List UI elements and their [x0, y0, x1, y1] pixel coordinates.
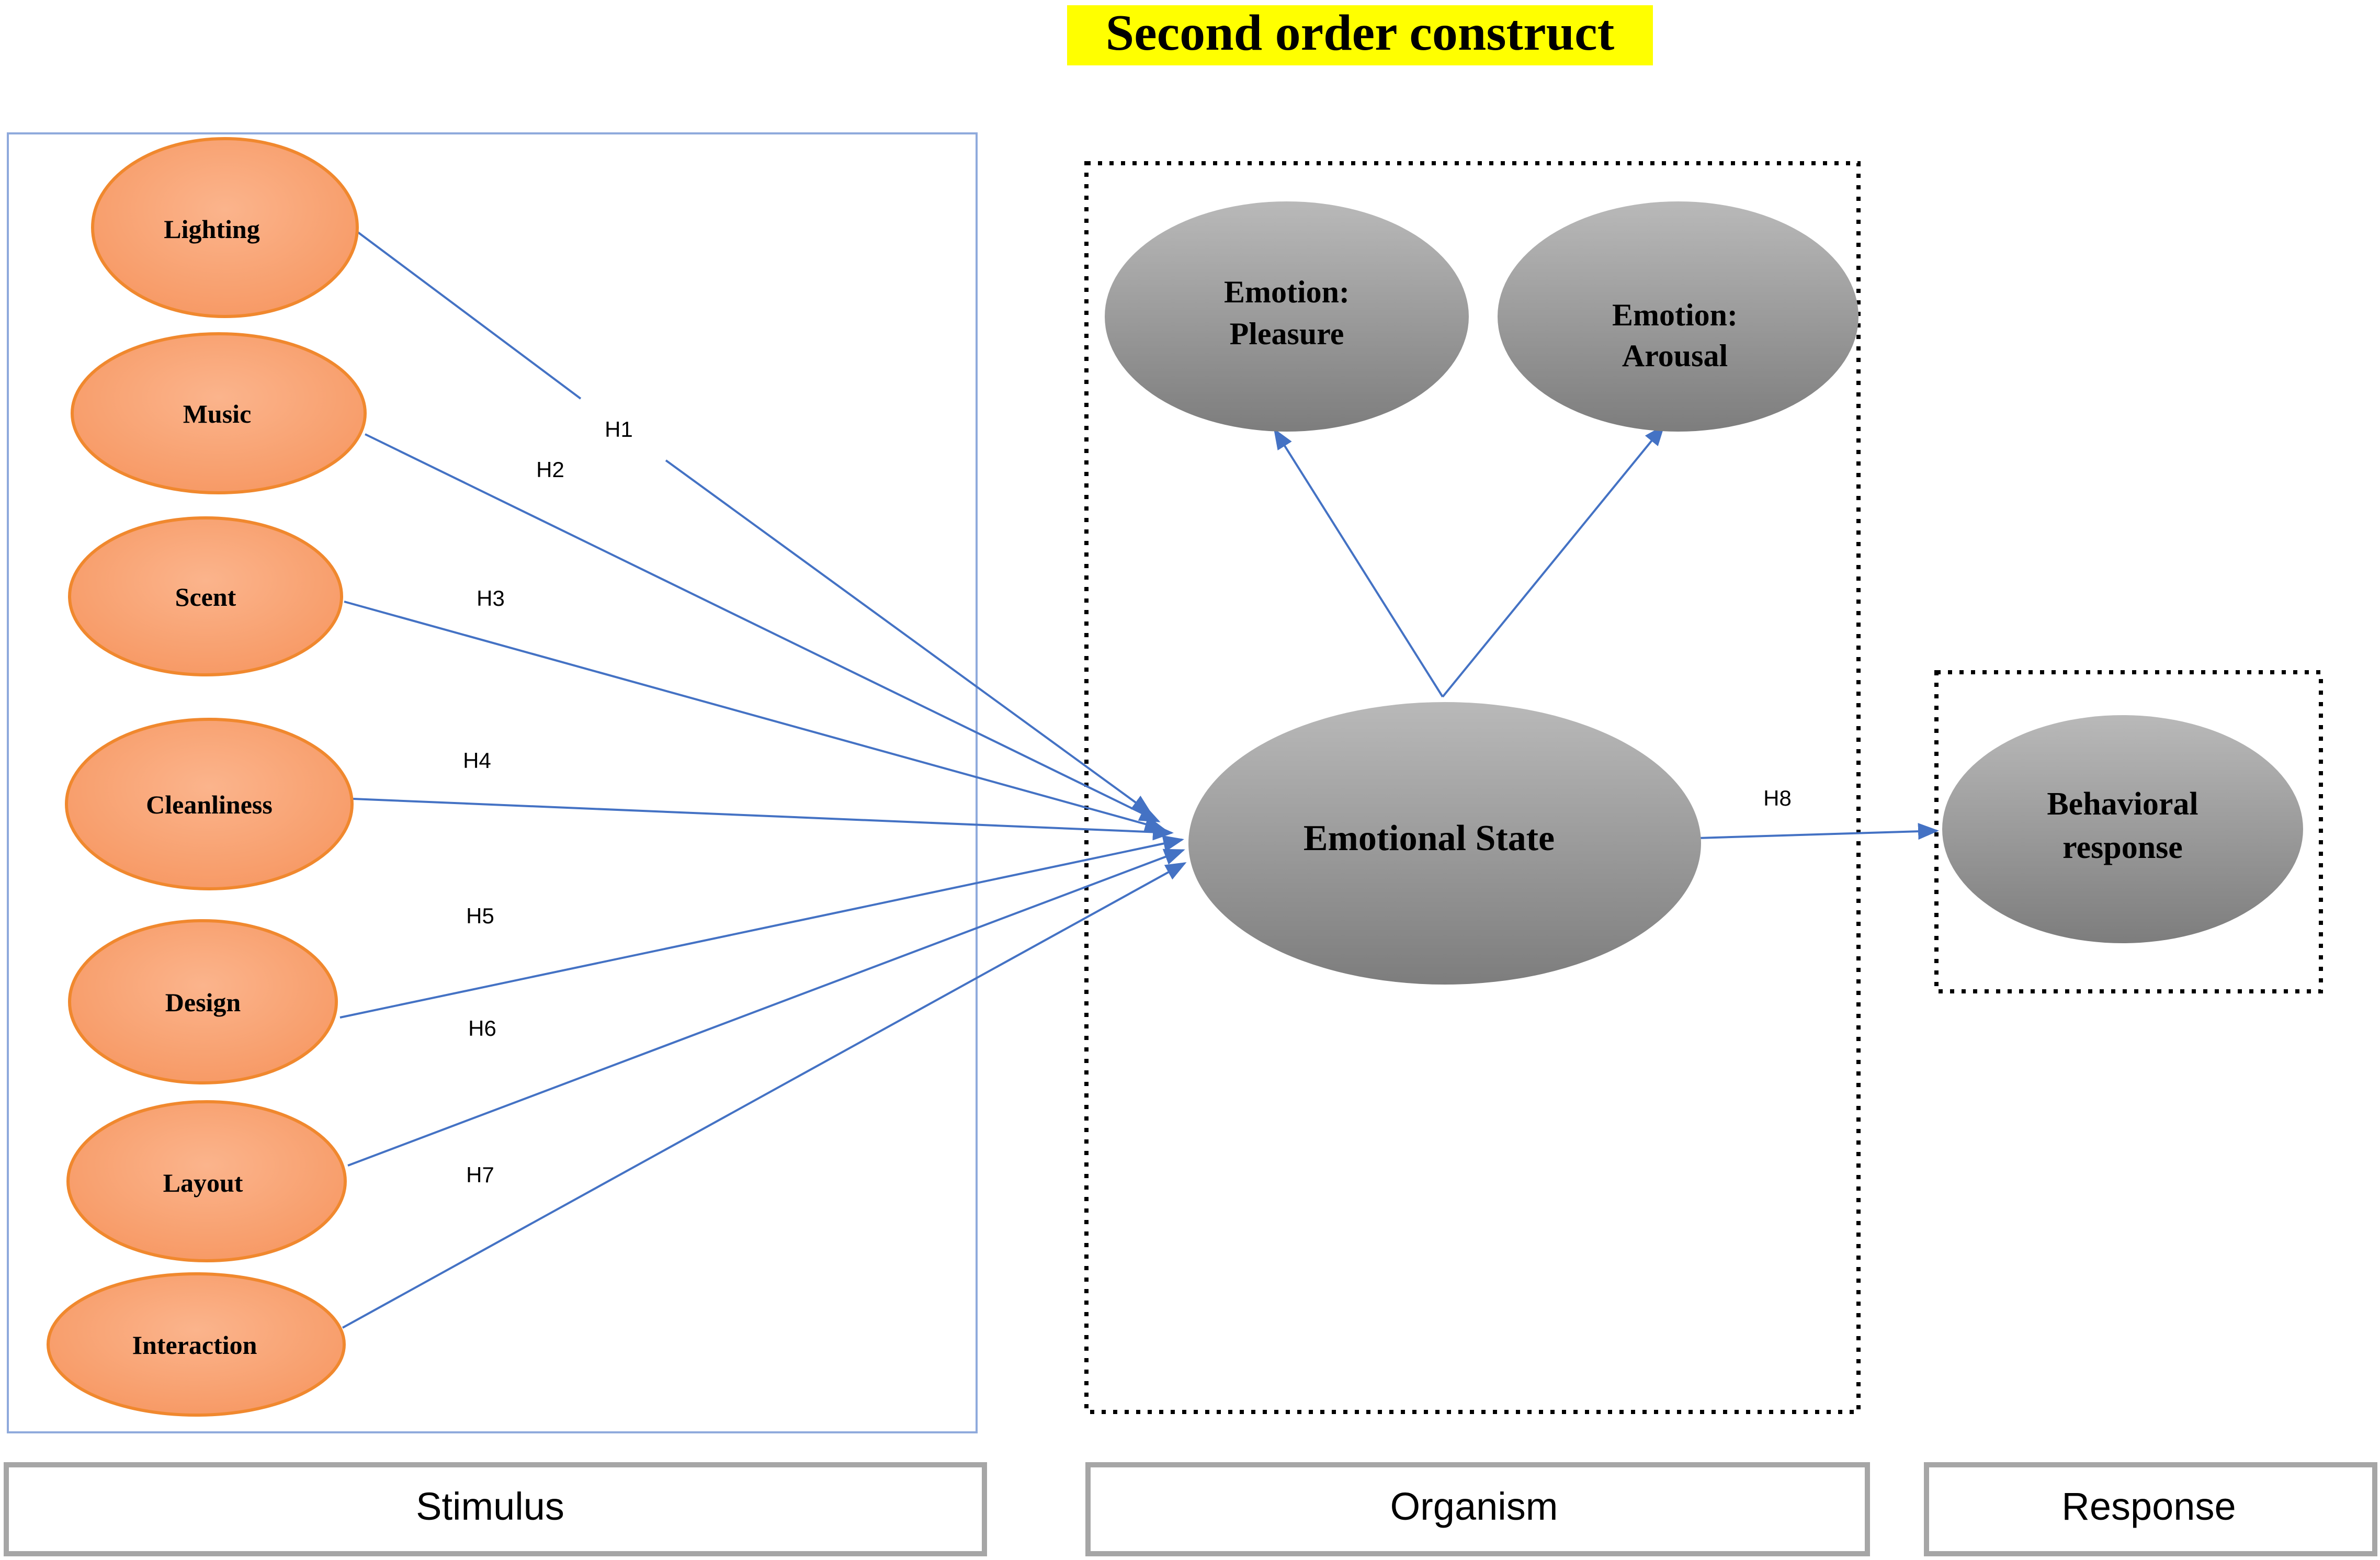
path-h5: [339, 835, 1184, 1019]
construct-layout[interactable]: Layout: [66, 1100, 347, 1262]
scent-ellipse: [68, 516, 343, 676]
construct-emotional-state[interactable]: Emotional State: [1188, 702, 1701, 985]
layout-label: Layout: [163, 1168, 243, 1197]
path-h8: [1698, 823, 1939, 840]
arousal-label-line1: Emotion:: [1612, 298, 1738, 332]
response-dotted-box: [1934, 670, 2323, 993]
construct-lighting[interactable]: Lighting: [91, 137, 359, 318]
construct-interaction[interactable]: Interaction: [47, 1272, 346, 1417]
music-label: Music: [183, 399, 252, 428]
path-h2: [365, 433, 1161, 822]
label-h4: H4: [463, 748, 491, 773]
behavioral-response-ellipse: [1942, 715, 2303, 943]
path-h1-part2: [665, 459, 1153, 815]
cleanliness-ellipse: [65, 718, 354, 890]
arousal-ellipse: [1498, 201, 1858, 432]
interaction-ellipse: [47, 1272, 346, 1417]
stage-stimulus-label: Stimulus: [416, 1485, 564, 1528]
stage-stimulus-box: [4, 1462, 987, 1556]
organism-constructs: Emotion: Pleasure Emotion: Arousal Emoti…: [1105, 201, 1858, 985]
stage-organism-box: [1085, 1462, 1870, 1556]
organism-dotted-box: [1084, 161, 1861, 1414]
pleasure-ellipse: [1105, 201, 1469, 432]
path-h4: [353, 798, 1174, 841]
label-h5: H5: [466, 903, 494, 928]
behavioral-response-line1: Behavioral: [2047, 786, 2198, 822]
label-h2: H2: [536, 457, 564, 482]
construct-emotion-pleasure[interactable]: Emotion: Pleasure: [1105, 201, 1469, 432]
construct-cleanliness[interactable]: Cleanliness: [65, 718, 354, 890]
path-h1-part1: [356, 231, 582, 400]
emotional-state-ellipse: [1188, 702, 1701, 985]
label-h6: H6: [468, 1016, 496, 1041]
stage-response: Response: [1924, 1462, 2377, 1556]
path-es-to-pleasure: [1273, 428, 1444, 698]
construct-music[interactable]: Music: [71, 332, 367, 494]
stage-stimulus: Stimulus: [4, 1462, 987, 1556]
path-h7: [342, 862, 1187, 1329]
cleanliness-label: Cleanliness: [146, 790, 273, 819]
stimulus-frame: [7, 132, 978, 1433]
response-constructs: Behavioral response: [1942, 715, 2303, 943]
title-group: Second order construct: [1067, 5, 1653, 65]
stage-response-box: [1924, 1462, 2377, 1556]
path-h3: [344, 601, 1166, 832]
lighting-label: Lighting: [164, 214, 259, 244]
pleasure-label-line1: Emotion:: [1224, 275, 1350, 309]
pleasure-label-line2: Pleasure: [1230, 316, 1344, 351]
construct-behavioral-response[interactable]: Behavioral response: [1942, 715, 2303, 943]
construct-scent[interactable]: Scent: [68, 516, 343, 676]
title-highlight: [1067, 5, 1653, 65]
construct-emotion-arousal[interactable]: Emotion: Arousal: [1498, 201, 1858, 432]
behavioral-response-line2: response: [2062, 830, 2183, 865]
construct-design[interactable]: Design: [68, 919, 338, 1084]
lighting-ellipse: [91, 137, 359, 318]
label-h1: H1: [605, 417, 633, 442]
label-h3: H3: [477, 586, 505, 611]
diagram-title: Second order construct: [1106, 5, 1615, 61]
stimulus-constructs: Lighting Music Scent Cleanliness Design …: [47, 137, 367, 1417]
arousal-label-line2: Arousal: [1622, 338, 1728, 373]
hypothesis-labels: H1 H2 H3 H4 H5 H6 H7 H8: [463, 417, 1792, 1187]
design-ellipse: [68, 919, 338, 1084]
hypothesis-paths: [339, 231, 1939, 1329]
path-h6: [347, 849, 1185, 1167]
interaction-label: Interaction: [132, 1330, 257, 1360]
path-es-to-arousal: [1442, 424, 1665, 698]
label-h8: H8: [1763, 786, 1792, 810]
music-ellipse: [71, 332, 367, 494]
label-h7: H7: [466, 1162, 494, 1187]
layout-ellipse: [66, 1100, 347, 1262]
stage-organism: Organism: [1085, 1462, 1870, 1556]
stage-labels: Stimulus Organism Response: [4, 1462, 2377, 1556]
stage-organism-label: Organism: [1390, 1485, 1558, 1528]
design-label: Design: [165, 988, 241, 1017]
scent-label: Scent: [175, 582, 236, 612]
emotional-state-label: Emotional State: [1304, 818, 1555, 858]
stage-response-label: Response: [2061, 1485, 2236, 1528]
